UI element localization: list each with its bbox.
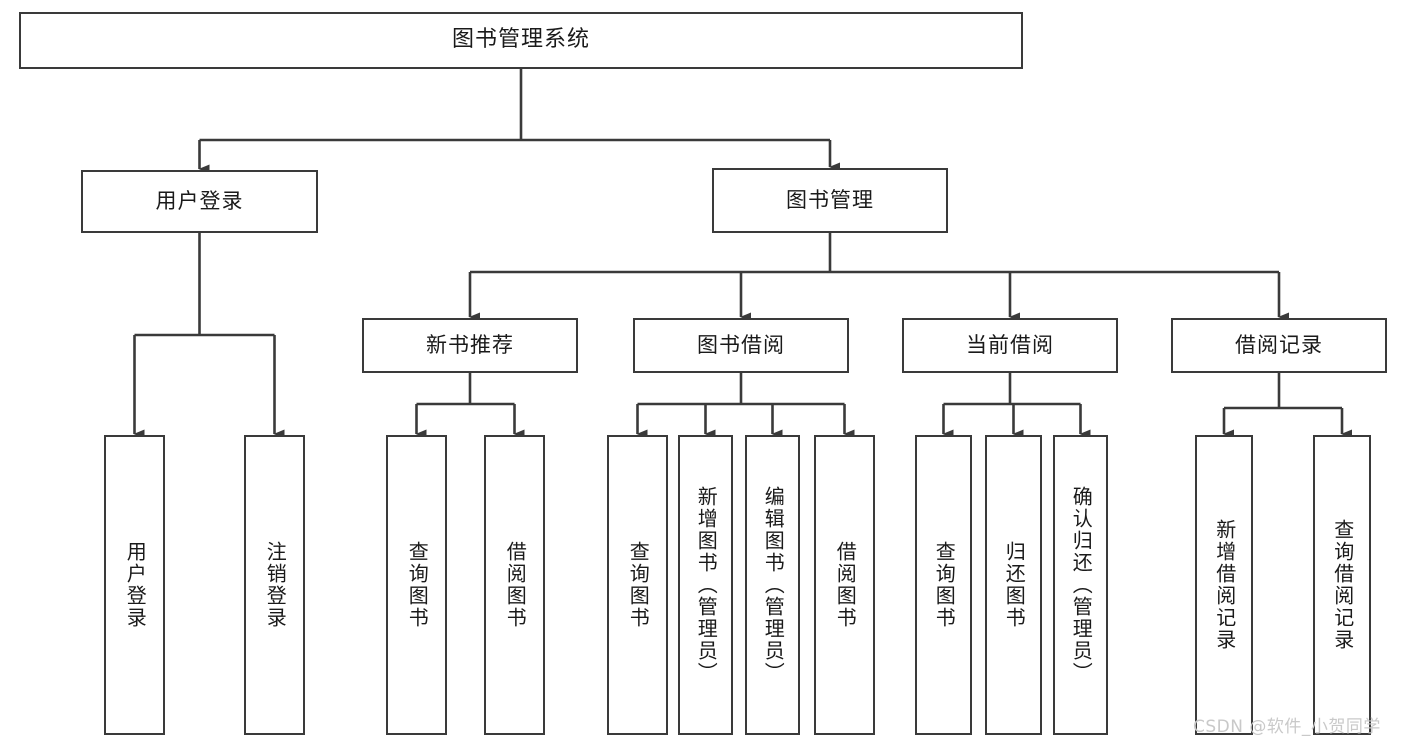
node-leaf-query-book-borrow[interactable]: 查询图书 <box>607 435 668 735</box>
node-leaf-return-book[interactable]: 归还图书 <box>985 435 1042 735</box>
node-label: 图书管理系统 <box>451 27 590 53</box>
node-label: 借阅记录 <box>1235 332 1323 357</box>
node-label: 归还图书 <box>1002 541 1027 629</box>
node-new-book-recommend[interactable]: 新书推荐 <box>362 318 578 373</box>
node-label: 查询图书 <box>405 541 430 629</box>
node-root[interactable]: 图书管理系统 <box>19 12 1023 69</box>
node-label: 图书借阅 <box>697 332 785 357</box>
node-user-login[interactable]: 用户登录 <box>81 170 318 233</box>
node-leaf-edit-book[interactable]: 编辑图书（管理员） <box>745 435 800 735</box>
node-label: 用户登录 <box>155 188 244 213</box>
node-leaf-user-login[interactable]: 用户登录 <box>104 435 165 735</box>
node-leaf-add-borrow-record[interactable]: 新增借阅记录 <box>1195 435 1253 735</box>
node-book-management[interactable]: 图书管理 <box>712 168 948 233</box>
node-label: 新增借阅记录 <box>1212 519 1237 651</box>
node-book-borrow[interactable]: 图书借阅 <box>633 318 849 373</box>
csdn-watermark: CSDN @软件_小贺同学 <box>1193 717 1381 737</box>
node-leaf-query-borrow-record[interactable]: 查询借阅记录 <box>1313 435 1371 735</box>
node-label: 新书推荐 <box>426 332 514 357</box>
node-current-borrow[interactable]: 当前借阅 <box>902 318 1118 373</box>
node-leaf-confirm-return[interactable]: 确认归还（管理员） <box>1053 435 1108 735</box>
node-label: 当前借阅 <box>966 332 1054 357</box>
node-label: 借阅图书 <box>833 541 858 629</box>
node-label: 借阅图书 <box>503 541 528 629</box>
node-leaf-borrow-book-recommend[interactable]: 借阅图书 <box>484 435 545 735</box>
node-label: 查询图书 <box>932 541 957 629</box>
node-label: 确认归还（管理员） <box>1069 486 1094 684</box>
node-label: 图书管理 <box>786 187 874 212</box>
node-label: 查询借阅记录 <box>1330 519 1355 651</box>
node-borrow-records[interactable]: 借阅记录 <box>1171 318 1387 373</box>
node-label: 编辑图书（管理员） <box>761 486 786 684</box>
node-label: 新增图书（管理员） <box>694 486 719 684</box>
node-label: 注销登录 <box>263 541 288 629</box>
node-leaf-borrow-book[interactable]: 借阅图书 <box>814 435 875 735</box>
node-label: 用户登录 <box>123 541 148 629</box>
node-label: 查询图书 <box>626 541 651 629</box>
node-leaf-user-logout[interactable]: 注销登录 <box>244 435 305 735</box>
node-leaf-add-book[interactable]: 新增图书（管理员） <box>678 435 733 735</box>
node-leaf-query-book-recommend[interactable]: 查询图书 <box>386 435 447 735</box>
node-leaf-query-book-current[interactable]: 查询图书 <box>915 435 972 735</box>
